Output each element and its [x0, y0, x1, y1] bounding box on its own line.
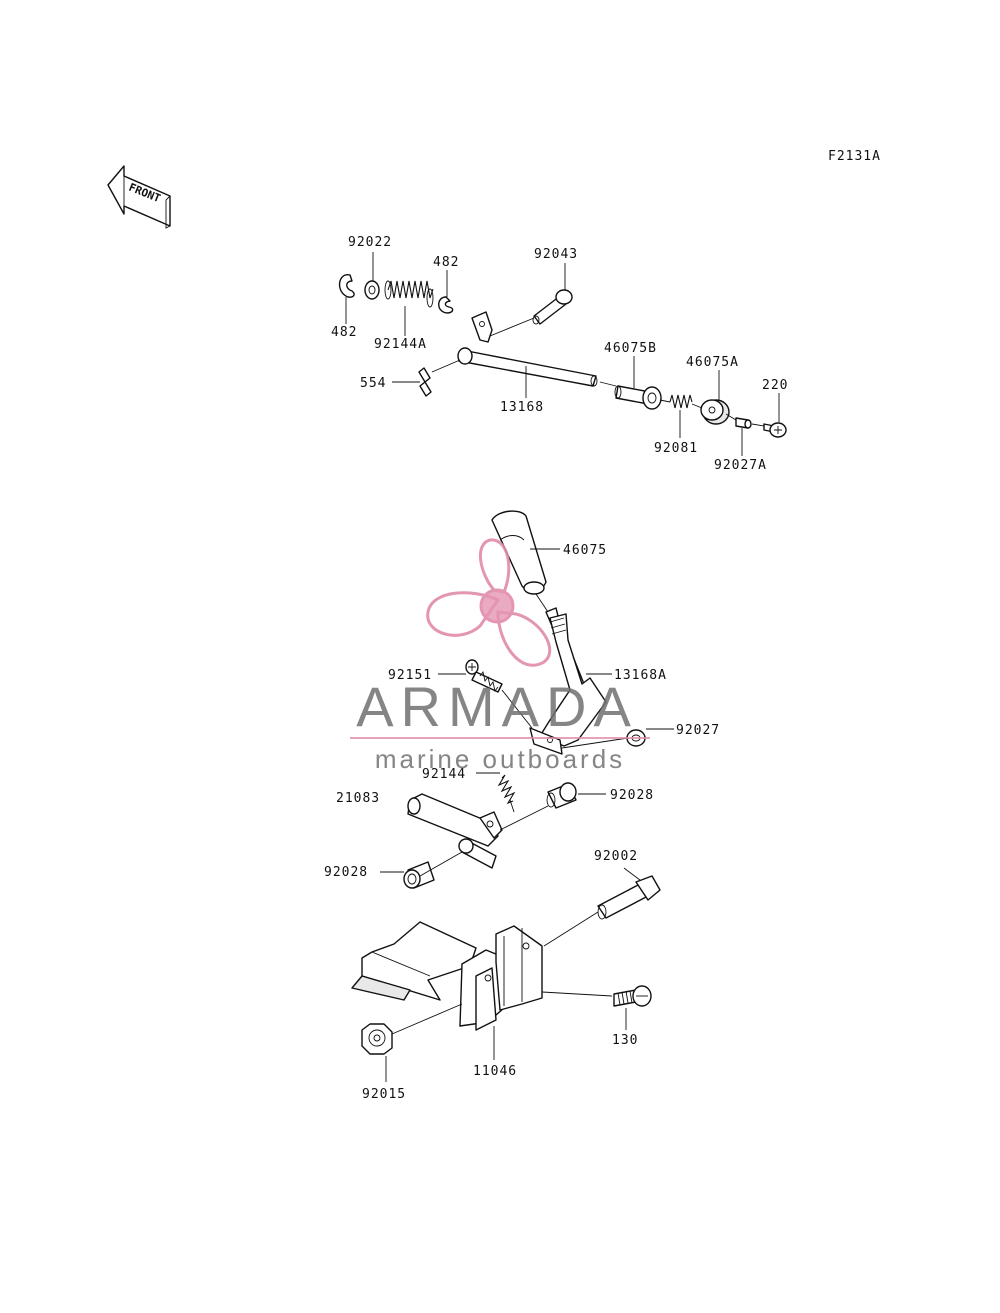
label-92027A: 92027A — [714, 458, 767, 473]
shaft-13168 — [457, 311, 598, 387]
propeller-logo-icon — [426, 538, 552, 667]
label-92151: 92151 — [388, 668, 432, 683]
grip-46075 — [491, 510, 547, 595]
link-21083 — [407, 793, 503, 869]
label-220: 220 — [762, 378, 788, 393]
screw-220 — [763, 422, 787, 438]
knob-46075A — [700, 399, 730, 425]
label-46075B: 46075B — [604, 341, 657, 356]
nut-92015 — [361, 1023, 393, 1055]
bracket-11046 — [351, 921, 543, 1031]
watermark-brand: ARMADA — [356, 675, 638, 738]
label-130: 130 — [612, 1033, 638, 1048]
label-482-right: 482 — [433, 255, 459, 270]
label-92081: 92081 — [654, 441, 698, 456]
bottom-assembly-leader-lines — [385, 867, 641, 1082]
top-assembly-leader-lines — [345, 252, 780, 456]
bushing-46075B — [614, 385, 662, 410]
clip-482-left — [338, 274, 355, 298]
label-92043: 92043 — [534, 247, 578, 262]
watermark-divider — [350, 737, 650, 739]
label-92015: 92015 — [362, 1087, 406, 1102]
label-13168: 13168 — [500, 400, 544, 415]
label-13168A: 13168A — [614, 668, 667, 683]
bolt-92002 — [597, 875, 661, 920]
label-92022: 92022 — [348, 235, 392, 250]
pin-92043 — [532, 289, 573, 325]
label-21083: 21083 — [336, 791, 380, 806]
front-arrow-icon: FRONT — [107, 165, 171, 229]
label-92027: 92027 — [676, 723, 720, 738]
label-92002: 92002 — [594, 849, 638, 864]
lever-13168A — [529, 607, 607, 755]
bolt-92151 — [465, 659, 503, 693]
washer-92022 — [364, 280, 380, 300]
collar-92027A — [735, 417, 752, 429]
label-92028-lower: 92028 — [324, 865, 368, 880]
label-46075A: 46075A — [686, 355, 739, 370]
label-46075: 46075 — [563, 543, 607, 558]
middle-assembly-leader-lines — [380, 548, 674, 877]
label-554: 554 — [360, 376, 386, 391]
watermark-tagline: marine outboards — [375, 744, 625, 774]
watermark: ARMADA marine outboards — [350, 538, 650, 774]
part-labels: 92022 482 92144A 482 92043 554 13168 460… — [324, 235, 788, 1102]
label-482-left: 482 — [331, 325, 357, 340]
spring-92144A — [384, 280, 434, 308]
bushing-92028-upper — [546, 782, 577, 809]
clip-482-right — [438, 296, 454, 314]
label-92144A: 92144A — [374, 337, 427, 352]
bolt-130 — [613, 985, 652, 1007]
figure-code: F2131A — [828, 149, 881, 164]
spring-92081 — [669, 394, 693, 409]
label-92028-upper: 92028 — [610, 788, 654, 803]
label-92144: 92144 — [422, 767, 466, 782]
label-11046: 11046 — [473, 1064, 517, 1079]
bushing-92028-lower — [403, 861, 435, 889]
cotter-pin-554 — [418, 367, 432, 397]
spring-92144 — [497, 774, 516, 805]
